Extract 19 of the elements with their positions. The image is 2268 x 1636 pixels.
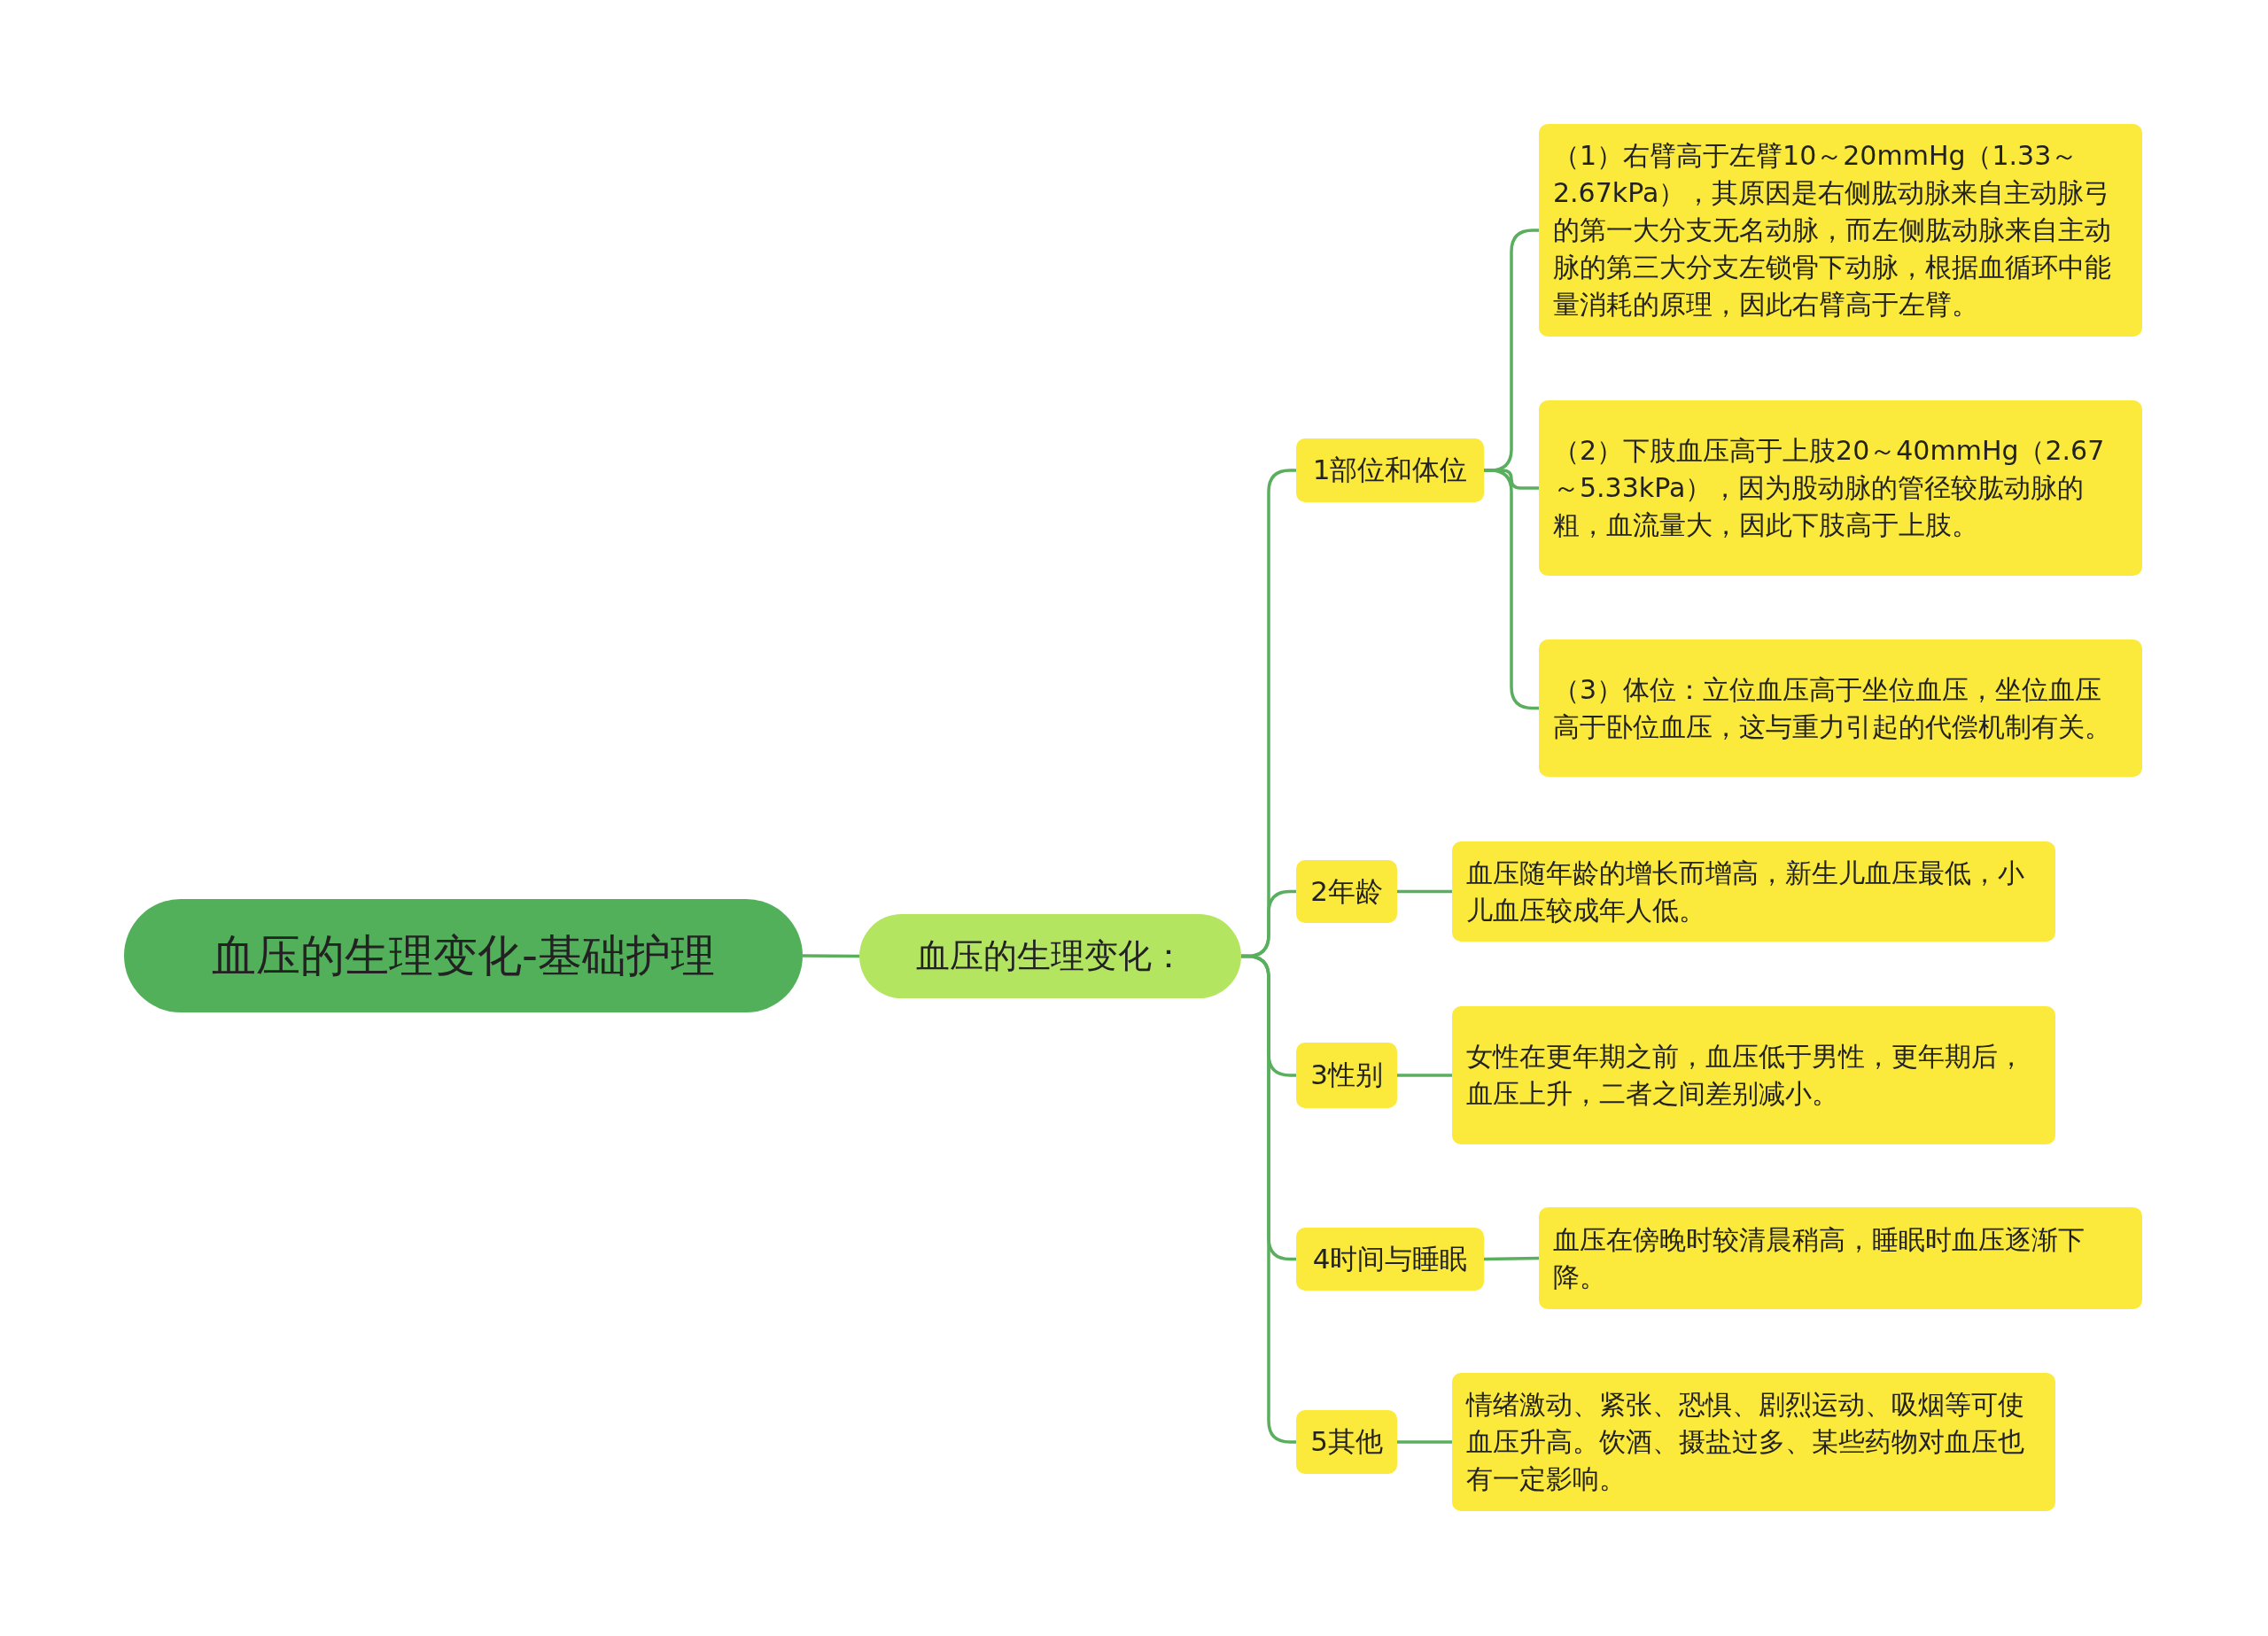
note-box: （1）右臂高于左臂10～20mmHg（1.33～2.67kPa），其原因是右侧肱动脉来自主动脉弓的第一大分支无名动脉，而左侧肱动脉来自主动脉的第三大分支左锁骨下动脉，根据血循环中能量消耗的原理，因此右臂高于左臂。 [1539, 124, 2142, 337]
main-topic: 血压的生理变化： [859, 914, 1241, 998]
subtopic-box: 2年龄 [1296, 860, 1397, 923]
central-topic: 血压的生理变化-基础护理 [124, 899, 803, 1012]
subtopic-box: 3性别 [1296, 1043, 1397, 1108]
connector-line [1397, 889, 1452, 894]
subtopic-box: 1部位和体位 [1296, 438, 1484, 502]
subtopic-box: 5其他 [1296, 1410, 1397, 1474]
connector-line [1397, 1074, 1452, 1077]
note-box: 血压在傍晚时较清晨稍高，睡眠时血压逐渐下降。 [1539, 1207, 2142, 1309]
subtopic-box: 4时间与睡眠 [1296, 1228, 1484, 1291]
connector-line [1483, 1256, 1540, 1261]
note-box: 女性在更年期之前，血压低于男性，更年期后，血压上升，二者之间差别减小。 [1452, 1006, 2055, 1144]
connector-line [803, 954, 859, 958]
note-box: （2）下肢血压高于上肢20～40mmHg（2.67～5.33kPa），因为股动脉的管径较肱动脉的粗，血流量大，因此下肢高于上肢。 [1539, 400, 2142, 576]
note-box: 血压随年龄的增长而增高，新生儿血压最低，小儿血压较成年人低。 [1452, 841, 2055, 942]
note-box: 情绪激动、紧张、恐惧、剧烈运动、吸烟等可使血压升高。饮酒、摄盐过多、某些药物对血压也有一定影响。 [1452, 1373, 2055, 1511]
connector-line [1397, 1440, 1452, 1444]
note-box: （3）体位：立位血压高于坐位血压，坐位血压高于卧位血压，这与重力引起的代偿机制有关。 [1539, 640, 2142, 777]
